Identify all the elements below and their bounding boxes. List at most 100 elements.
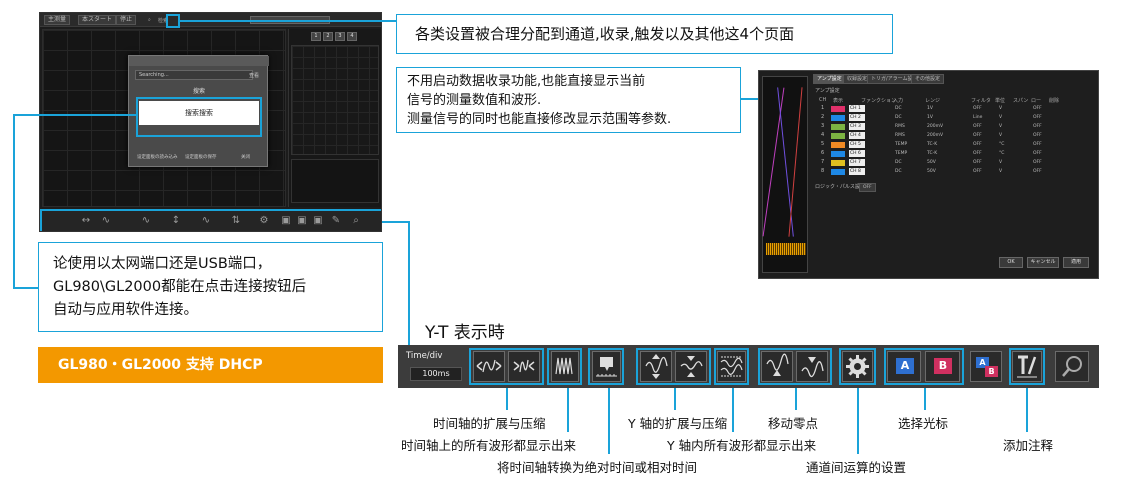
input-select[interactable]: RMS bbox=[895, 133, 905, 138]
wave-icon[interactable]: ∿ bbox=[141, 215, 151, 226]
channel-color-swatch[interactable] bbox=[831, 160, 845, 166]
channel-color-swatch[interactable] bbox=[831, 151, 845, 157]
range-select[interactable]: TC-K bbox=[927, 151, 938, 156]
cursor-b-icon[interactable]: ▣ bbox=[297, 215, 307, 226]
channel-name-field[interactable]: CH 7 bbox=[849, 159, 865, 166]
input-select[interactable]: TEMP bbox=[895, 151, 908, 156]
callout-display-line2: 信号的测量数值和波形. bbox=[407, 93, 542, 108]
search-icon[interactable]: ⌕ bbox=[353, 215, 359, 226]
ok-button[interactable]: OK bbox=[999, 257, 1023, 268]
time-fit-button[interactable] bbox=[551, 351, 579, 382]
label-time-all: 时间轴上的所有波形都显示出来 bbox=[401, 438, 577, 453]
input-select[interactable]: DC bbox=[895, 169, 902, 174]
channel-name-field[interactable]: CH 8 bbox=[849, 168, 865, 175]
search-tool[interactable]: ⌕ 检索 bbox=[144, 14, 180, 26]
span-select[interactable]: OFF bbox=[1033, 124, 1042, 129]
panel-tab-2[interactable]: 2 bbox=[323, 32, 333, 41]
unit-value: °C bbox=[999, 142, 1005, 147]
cancel-button[interactable]: キャンセル bbox=[1027, 257, 1059, 268]
range-select[interactable]: 200mV bbox=[927, 124, 944, 129]
filter-select[interactable]: OFF bbox=[973, 133, 982, 138]
gear-icon[interactable]: ⚙ bbox=[259, 215, 269, 226]
span-select[interactable]: OFF bbox=[1033, 106, 1042, 111]
channel-color-swatch[interactable] bbox=[831, 169, 845, 175]
channel-color-swatch[interactable] bbox=[831, 124, 845, 130]
load-settings-button[interactable]: 设定面板の読み込み bbox=[137, 155, 178, 160]
start-button[interactable]: 本スタート bbox=[78, 15, 117, 25]
time-expand-button[interactable] bbox=[473, 351, 505, 382]
tab-amp-settings[interactable]: アンプ設定 bbox=[813, 74, 846, 84]
channel-name-field[interactable]: CH 3 bbox=[849, 123, 865, 130]
y-compress-button[interactable] bbox=[675, 351, 707, 382]
calc-settings-button[interactable] bbox=[842, 351, 873, 382]
zero-up-button[interactable] bbox=[761, 351, 793, 382]
y-axis-icon[interactable]: ↕ bbox=[171, 215, 181, 226]
input-select[interactable]: DC bbox=[895, 106, 902, 111]
panel-tab-4[interactable]: 4 bbox=[347, 32, 357, 41]
stop-button[interactable]: 停止 bbox=[116, 15, 137, 25]
measure-button[interactable]: 主测量 bbox=[44, 15, 71, 25]
channel-name-field[interactable]: CH 1 bbox=[849, 105, 865, 112]
search-button[interactable] bbox=[1055, 351, 1089, 382]
range-select[interactable]: TC-K bbox=[927, 142, 938, 147]
channel-name-field[interactable]: CH 5 bbox=[849, 141, 865, 148]
span-select[interactable]: OFF bbox=[1033, 133, 1042, 138]
cursor-a-button[interactable]: A bbox=[887, 351, 921, 382]
comment-icon[interactable]: ✎ bbox=[331, 215, 341, 226]
device-search-button[interactable]: 搜索搜索 bbox=[139, 101, 259, 125]
expand-icon[interactable]: ↔ bbox=[81, 215, 91, 226]
channel-color-swatch[interactable] bbox=[831, 106, 845, 112]
cursor-b-button[interactable]: B bbox=[925, 351, 960, 382]
save-settings-button[interactable]: 设定面板の保存 bbox=[185, 155, 217, 160]
span-select[interactable]: OFF bbox=[1033, 151, 1042, 156]
channel-name-field[interactable]: CH 4 bbox=[849, 132, 865, 139]
filter-select[interactable]: OFF bbox=[973, 124, 982, 129]
range-select[interactable]: 50V bbox=[927, 169, 936, 174]
cursor-ab-icon[interactable]: ▣ bbox=[313, 215, 323, 226]
input-select[interactable]: DC bbox=[895, 115, 902, 120]
time-mode-button[interactable] bbox=[592, 351, 621, 382]
zero-down-button[interactable] bbox=[796, 351, 828, 382]
span-select[interactable]: OFF bbox=[1033, 160, 1042, 165]
filter-select[interactable]: OFF bbox=[973, 169, 982, 174]
range-select[interactable]: 1V bbox=[927, 106, 933, 111]
panel-tab-1[interactable]: 1 bbox=[311, 32, 321, 41]
channel-name-field[interactable]: CH 2 bbox=[849, 114, 865, 121]
tab-other-settings[interactable]: その他設定 bbox=[911, 74, 945, 84]
span-select[interactable]: OFF bbox=[1033, 115, 1042, 120]
channel-color-swatch[interactable] bbox=[831, 115, 845, 121]
range-select[interactable]: 50V bbox=[927, 160, 936, 165]
filter-select[interactable]: OFF bbox=[973, 106, 982, 111]
wave-icon[interactable]: ∿ bbox=[101, 215, 111, 226]
add-comment-button[interactable] bbox=[1012, 351, 1042, 382]
filter-select[interactable]: OFF bbox=[973, 160, 982, 165]
input-select[interactable]: DC bbox=[895, 160, 902, 165]
channel-color-swatch[interactable] bbox=[831, 142, 845, 148]
filter-select[interactable]: Line bbox=[973, 115, 983, 120]
panel-tab-3[interactable]: 3 bbox=[335, 32, 345, 41]
filter-select[interactable]: OFF bbox=[973, 151, 982, 156]
range-select[interactable]: 1V bbox=[927, 115, 933, 120]
y-expand-button[interactable] bbox=[640, 351, 672, 382]
cursor-a-icon: A bbox=[896, 358, 914, 374]
apply-button[interactable]: 適用 bbox=[1063, 257, 1089, 268]
close-dialog-button[interactable]: 关闭 bbox=[241, 155, 250, 160]
time-compress-button[interactable] bbox=[508, 351, 540, 382]
cursor-ab-button[interactable]: A B bbox=[970, 351, 1002, 382]
zero-icon[interactable]: ⇅ bbox=[231, 215, 241, 226]
timediv-value[interactable]: 100ms bbox=[410, 367, 462, 381]
channel-color-swatch[interactable] bbox=[831, 133, 845, 139]
span-select[interactable]: OFF bbox=[1033, 169, 1042, 174]
y-fit-button[interactable] bbox=[717, 351, 746, 382]
cursor-a-icon[interactable]: ▣ bbox=[281, 215, 291, 226]
span-select[interactable]: OFF bbox=[1033, 142, 1042, 147]
input-select[interactable]: RMS bbox=[895, 124, 905, 129]
wave-icon[interactable]: ∿ bbox=[201, 215, 211, 226]
filter-select[interactable]: OFF bbox=[973, 142, 982, 147]
input-select[interactable]: TEMP bbox=[895, 142, 908, 147]
range-select[interactable]: 200mV bbox=[927, 133, 944, 138]
logic-select[interactable]: OFF bbox=[859, 183, 876, 192]
channel-name-field[interactable]: CH 6 bbox=[849, 150, 865, 157]
